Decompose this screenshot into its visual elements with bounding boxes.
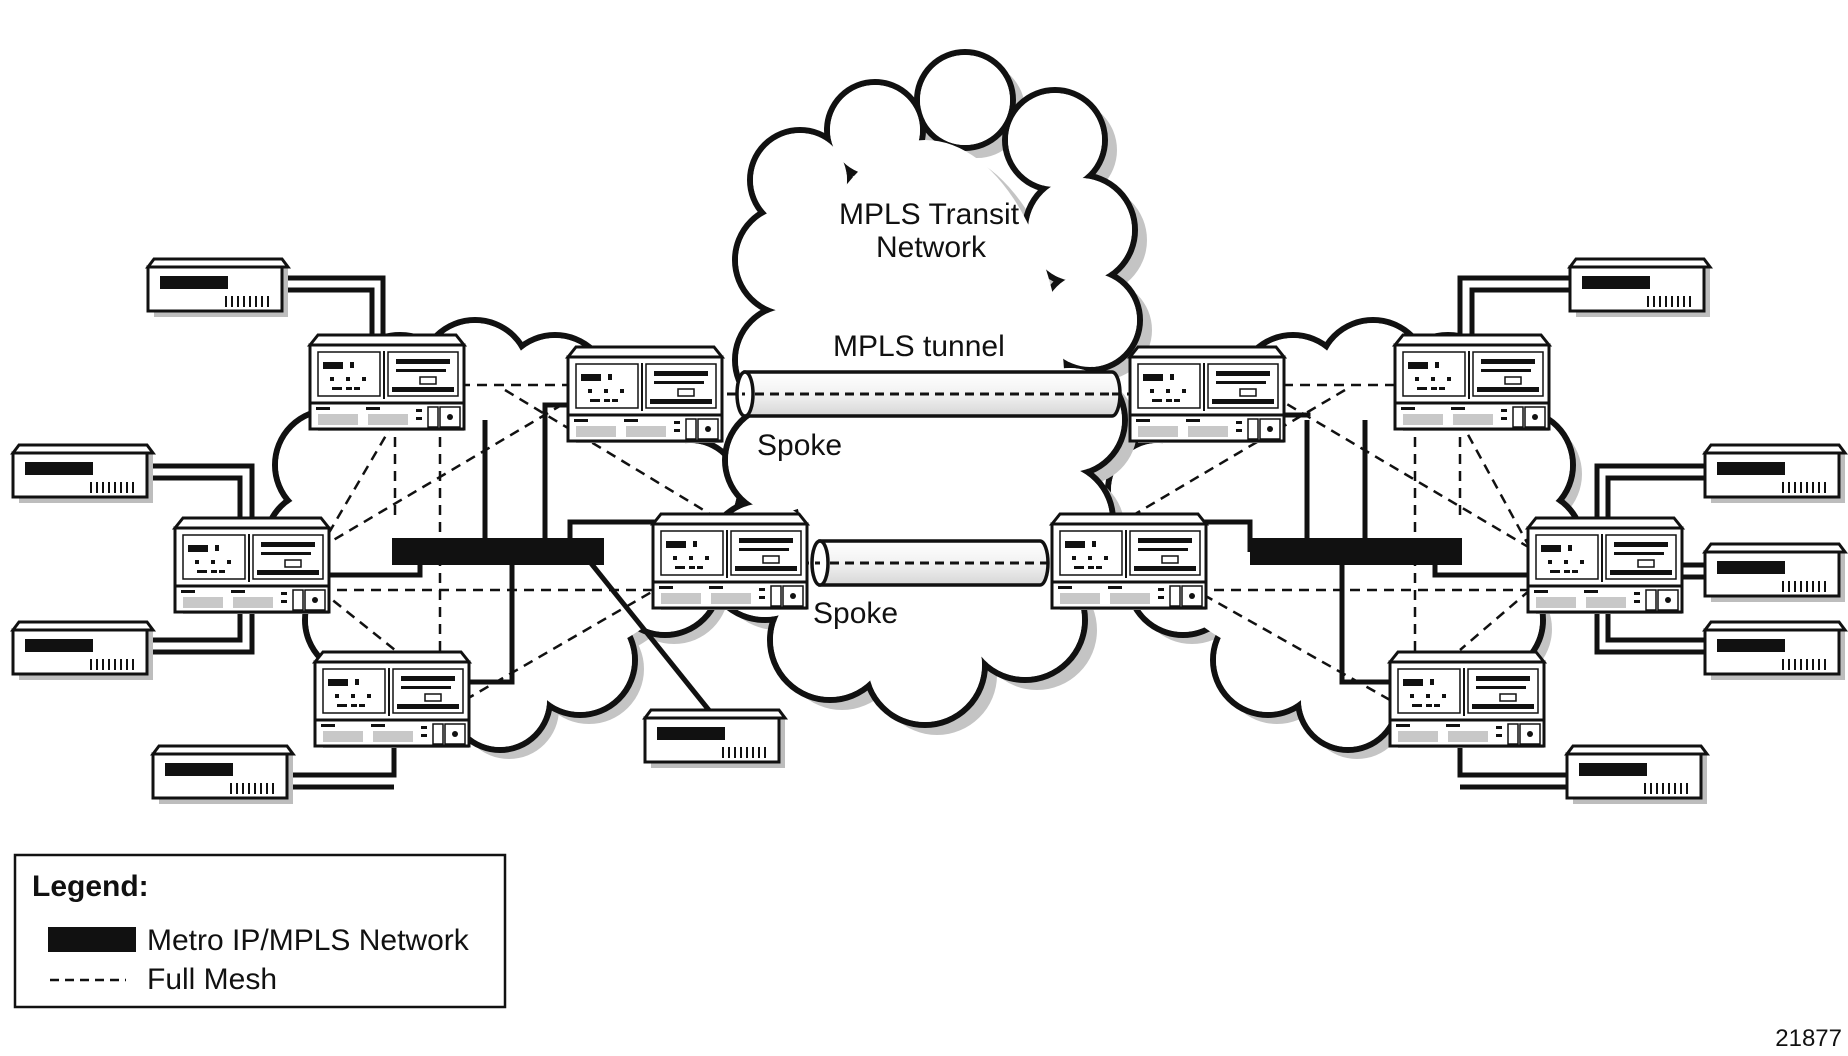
metro-network-bar-right [1250, 538, 1462, 565]
pe-router [1128, 345, 1286, 445]
metro-network-bar-left [392, 538, 604, 565]
spoke-label-lower: Spoke [813, 597, 898, 630]
spoke-label-upper: Spoke [757, 429, 842, 462]
mpls-tunnel-lower [800, 539, 1052, 587]
ce-device [643, 708, 787, 770]
pe-router [173, 516, 331, 616]
ce-device [11, 443, 155, 505]
pe-router [1388, 650, 1546, 750]
mpls-tunnel-label: MPLS tunnel [833, 330, 1005, 363]
legend-swatch-metro-bar [48, 927, 136, 952]
ce-device [1703, 620, 1847, 682]
pe-router [313, 650, 471, 750]
mpls-tunnel-upper [712, 370, 1130, 418]
transit-network-label-line2: Network [876, 231, 987, 264]
legend-item-label: Full Mesh [147, 963, 277, 996]
ce-device [1565, 744, 1709, 806]
ce-device [146, 257, 290, 319]
transit-network-label-line1: MPLS Transit [839, 198, 1020, 231]
cpe-links [147, 275, 1705, 790]
pe-router [1526, 516, 1684, 616]
ce-device [151, 744, 295, 806]
figure-id: 21877 [1775, 1025, 1842, 1052]
ce-device [1703, 542, 1847, 604]
ce-device [1703, 443, 1847, 505]
legend: Legend: Metro IP/MPLS Network Full Mesh [13, 853, 507, 1009]
pe-router [651, 512, 809, 612]
ce-device [11, 620, 155, 682]
metro-cloud-right [1105, 317, 1592, 759]
pe-router [566, 345, 724, 445]
full-mesh-links-right [1124, 383, 1532, 702]
pe-router [308, 333, 466, 433]
legend-item-label: Metro IP/MPLS Network [147, 924, 470, 957]
ce-device [1568, 257, 1712, 319]
pe-router [1050, 512, 1208, 612]
legend-title: Legend: [32, 870, 149, 903]
pe-router [1393, 333, 1551, 433]
